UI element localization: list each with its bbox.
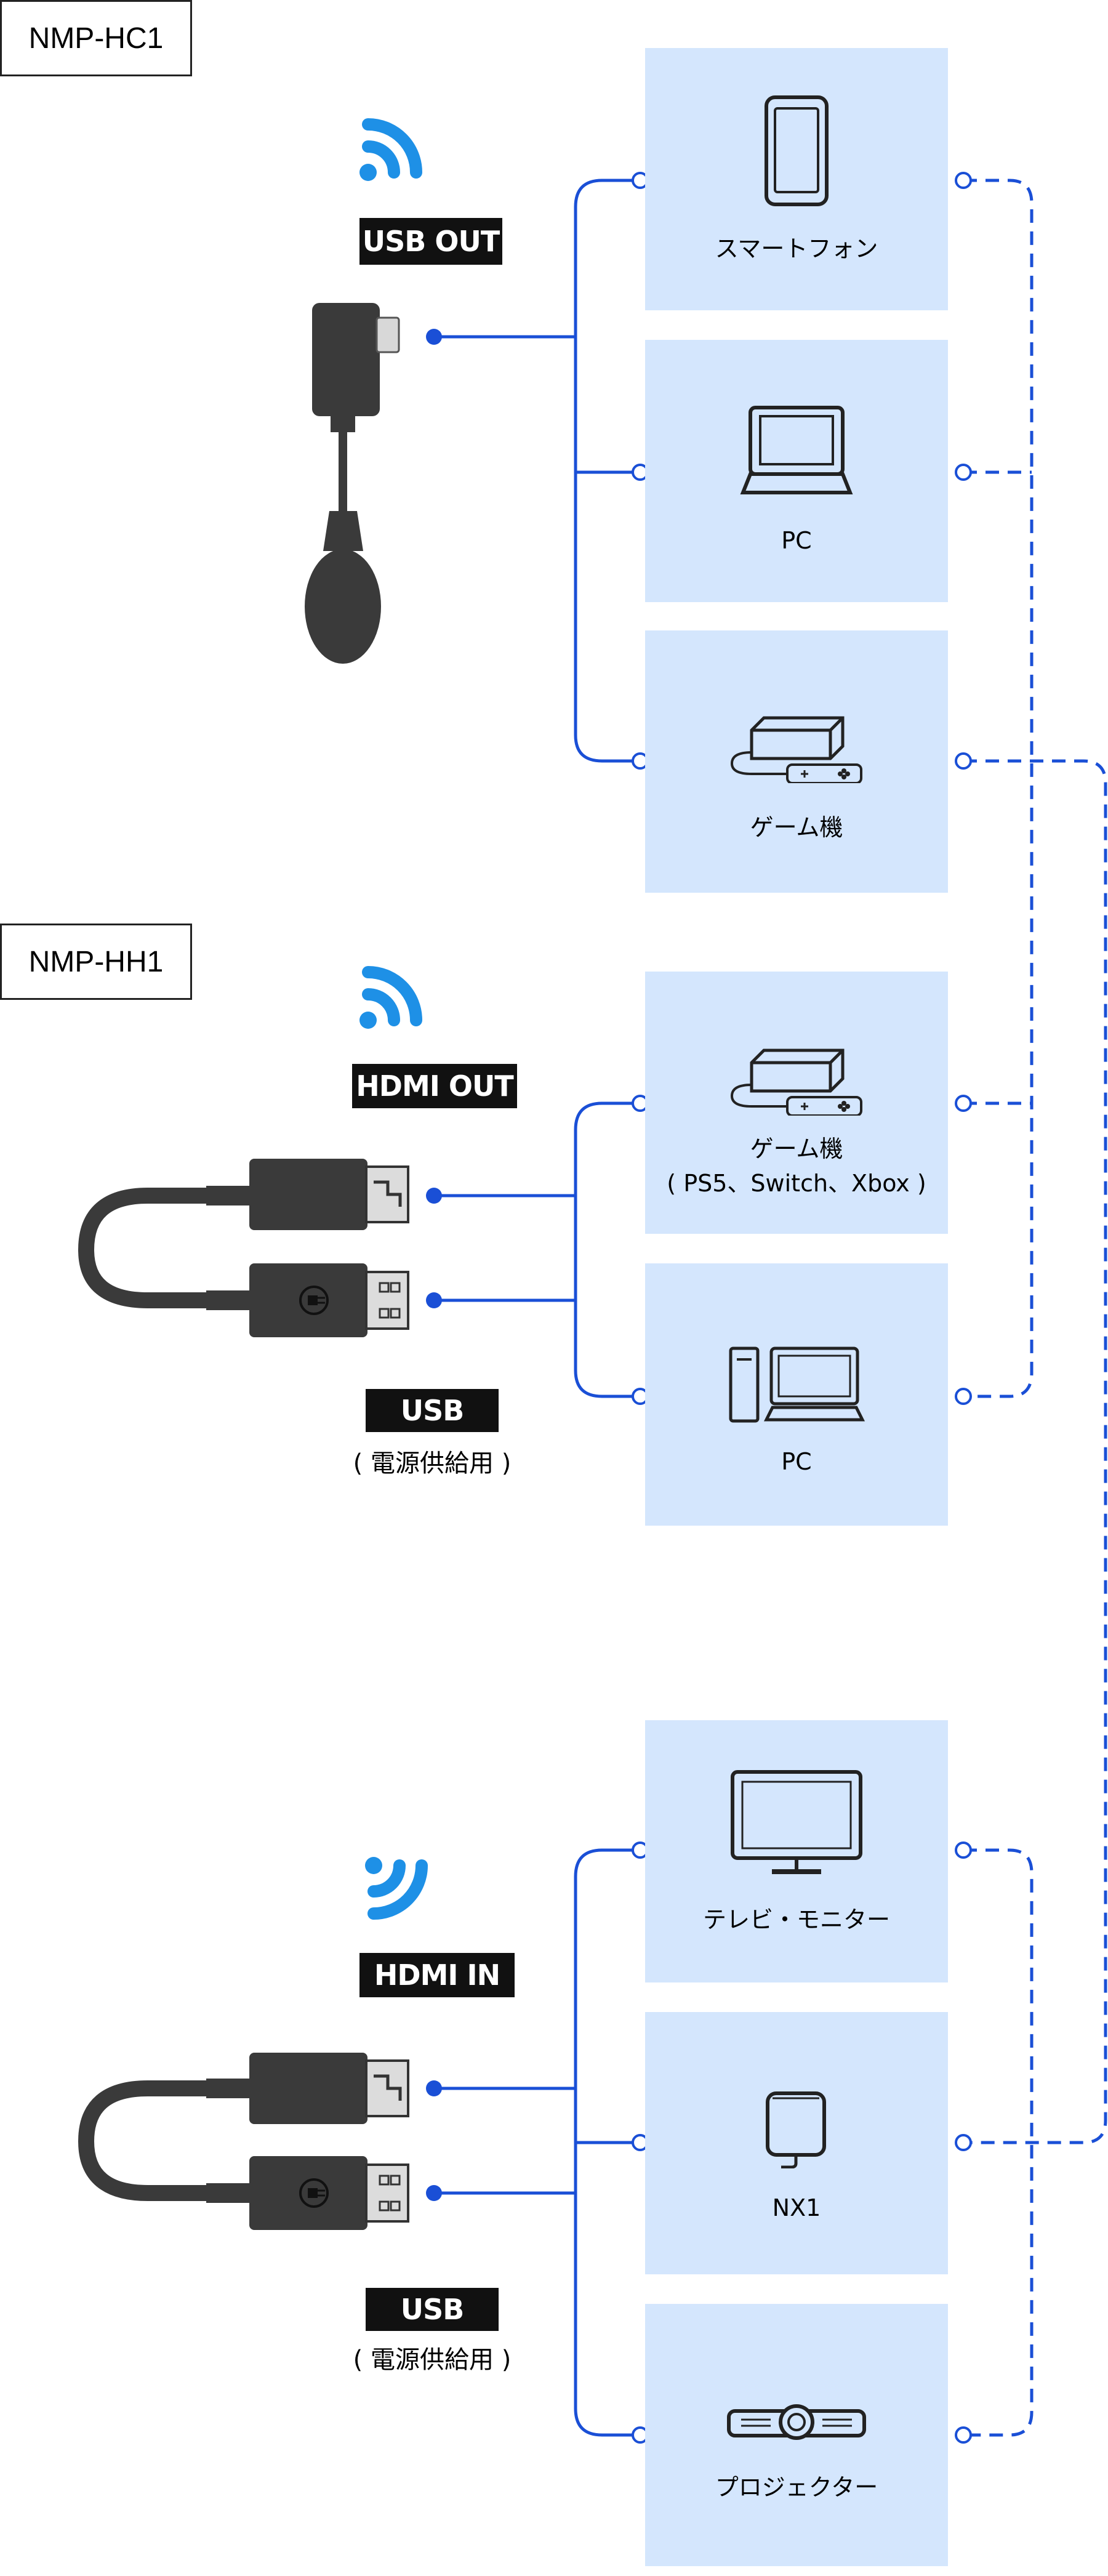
device-card-projector: プロジェクター xyxy=(645,2304,948,2566)
device-card-nx1: NX1 xyxy=(645,2012,948,2274)
device-label: プロジェクター xyxy=(715,2474,878,2501)
hdmi-usb-cable-icon xyxy=(78,2053,409,2230)
hdmi-usb-cable-icon xyxy=(78,1159,409,1337)
device-label: ゲーム機 xyxy=(750,814,843,841)
model-label-hh1: NMP-HH1 xyxy=(0,924,192,1000)
device-card-game-console: ゲーム機 ( PS5、Switch、Xbox ) xyxy=(645,972,948,1234)
wifi-signal-icon xyxy=(359,118,422,181)
device-label: NX1 xyxy=(772,2194,821,2221)
hc1-connectors xyxy=(426,179,640,763)
nx1-device-icon xyxy=(766,2091,826,2168)
hh1-out-connectors xyxy=(426,1101,640,1398)
usb-power-tag: USB xyxy=(366,2288,499,2331)
game-console-icon xyxy=(730,1049,862,1116)
usb-power-tag: USB xyxy=(366,1389,499,1432)
device-label: スマートフォン xyxy=(715,235,878,262)
power-note: ( 電源供給用 ) xyxy=(353,2346,512,2374)
usb-dongle-icon xyxy=(305,303,400,664)
hdmi-out-tag: HDMI OUT xyxy=(352,1064,517,1108)
wifi-signal-icon xyxy=(359,966,422,1029)
device-label: テレビ・モニター xyxy=(702,1906,890,1933)
device-card-pc: PC xyxy=(645,340,948,602)
tv-monitor-icon xyxy=(731,1770,862,1874)
device-card-tv-monitor: テレビ・モニター xyxy=(645,1720,948,1982)
power-note: ( 電源供給用 ) xyxy=(353,1449,512,1478)
device-label: PC xyxy=(781,527,812,554)
game-console-icon xyxy=(730,716,862,783)
wifi-signal-icon xyxy=(365,1857,428,1920)
device-card-pc: PC xyxy=(645,1263,948,1526)
hdmi-in-tag: HDMI IN xyxy=(359,1953,515,1997)
smartphone-icon xyxy=(765,95,829,206)
power-plug-icon xyxy=(299,2178,329,2208)
hh1-in-connectors xyxy=(426,1848,640,2437)
device-label: ゲーム機 xyxy=(750,1135,843,1162)
device-card-smartphone: スマートフォン xyxy=(645,48,948,310)
projector-icon xyxy=(727,2404,866,2440)
dashed-links xyxy=(963,179,1107,2437)
power-plug-icon xyxy=(299,1286,329,1315)
desktop-pc-icon xyxy=(729,1346,865,1423)
usb-out-tag: USB OUT xyxy=(359,218,502,265)
device-sublabel: ( PS5、Switch、Xbox ) xyxy=(667,1170,926,1197)
device-card-game-console: ゲーム機 xyxy=(645,630,948,893)
model-label-hc1: NMP-HC1 xyxy=(0,0,192,76)
device-label: PC xyxy=(781,1448,812,1475)
laptop-icon xyxy=(740,406,853,494)
